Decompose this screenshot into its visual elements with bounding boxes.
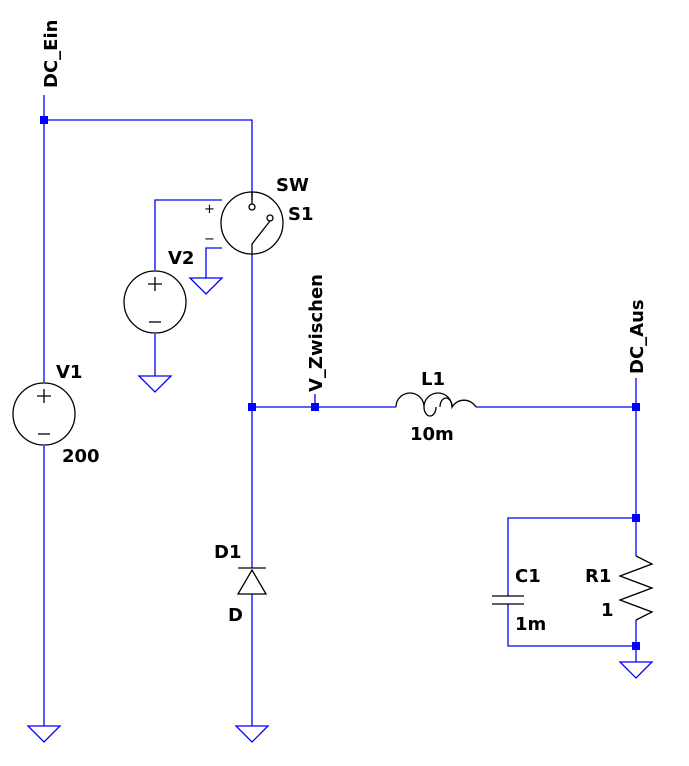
voltage-source-v1[interactable] <box>12 382 76 446</box>
plus-sign-icon <box>148 277 162 291</box>
switch-contact-icon <box>266 214 274 222</box>
wire-switch-ground <box>205 247 222 278</box>
ground-icon <box>234 725 270 743</box>
wire-c1-bottom <box>507 604 636 647</box>
inductor-l1[interactable] <box>395 392 477 417</box>
resistor-r1-icon <box>618 555 654 621</box>
wire-c1-top <box>507 517 636 596</box>
d1-name: D1 <box>214 542 241 563</box>
l1-name: L1 <box>421 369 445 390</box>
resistor-r1[interactable] <box>618 555 654 621</box>
junctions <box>40 116 640 650</box>
c1-name: C1 <box>515 566 541 587</box>
net-label-dc-aus: DC_Aus <box>627 299 648 374</box>
switch-blade-icon <box>251 220 271 254</box>
voltage-source-v2[interactable] <box>123 270 187 334</box>
junction-dc-aus <box>632 403 640 411</box>
c1-value: 1m <box>515 614 546 635</box>
wire-top-rail <box>44 119 253 200</box>
net-label-dc-ein: DC_Ein <box>41 20 62 88</box>
d1-model: D <box>228 605 243 626</box>
net-label-v-zwischen: V_Zwischen <box>306 274 327 392</box>
diode-d1[interactable] <box>236 567 268 595</box>
ground-icon <box>26 725 62 743</box>
junction-dc-ein <box>40 116 48 124</box>
ground-icon <box>137 375 173 393</box>
capacitor-c1-icon <box>492 595 524 605</box>
v2-name: V2 <box>168 248 194 269</box>
wires <box>43 95 637 726</box>
grounds <box>26 277 654 743</box>
l1-value: 10m <box>410 424 454 445</box>
capacitor-c1[interactable] <box>492 595 524 605</box>
voltage-source-v2-icon <box>123 270 187 334</box>
switch-s1[interactable] <box>220 191 284 255</box>
ground-icon <box>188 277 224 295</box>
plus-sign-icon <box>37 389 51 403</box>
switch-model: SW <box>276 175 309 196</box>
voltage-source-v1-icon <box>12 382 76 446</box>
inductor-loop-icon <box>423 397 453 417</box>
junction-r1-top <box>632 514 640 522</box>
switch-minus-label: − <box>204 232 215 247</box>
junction-r1-bottom <box>632 642 640 650</box>
junction-v-zwischen <box>311 403 319 411</box>
junction-mid <box>248 403 256 411</box>
inductor-l1-icon <box>395 392 477 410</box>
r1-value: 1 <box>601 600 614 621</box>
wire-v2-plus <box>154 199 222 270</box>
v1-value: 200 <box>62 446 100 467</box>
diode-d1-icon <box>236 568 268 595</box>
switch-name: S1 <box>288 204 314 225</box>
v1-name: V1 <box>56 362 82 383</box>
r1-name: R1 <box>585 566 611 587</box>
switch-contact-icon <box>248 203 256 211</box>
switch-plus-label: + <box>204 202 215 217</box>
ground-icon <box>618 661 654 679</box>
